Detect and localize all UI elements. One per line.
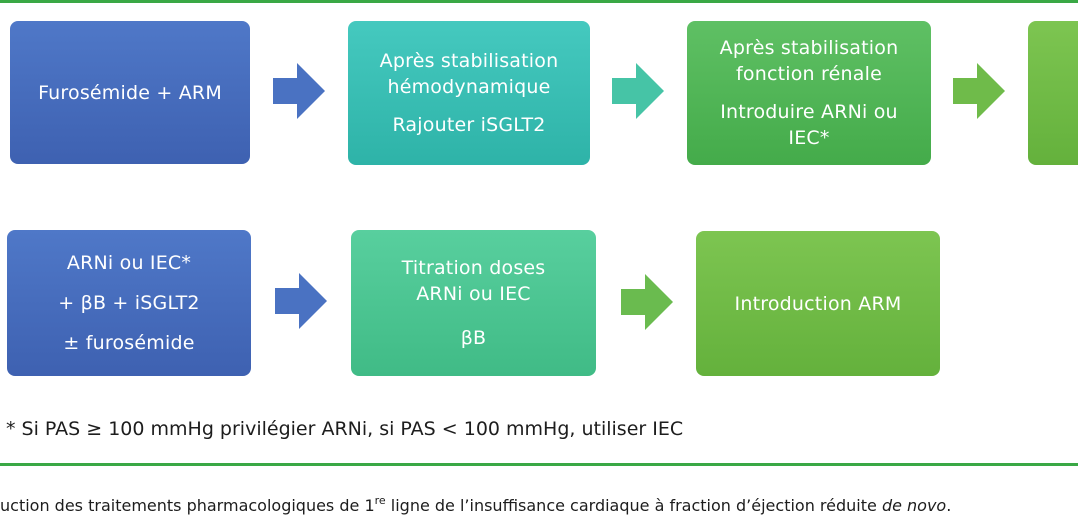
step-text: ARNi ou IEC* [66, 252, 192, 274]
arrow-right-icon [612, 63, 664, 119]
caption-text: ligne de l’insuffisance cardiaque à frac… [385, 496, 882, 515]
step-text: Furosémide + ARM [38, 81, 222, 104]
step-text: βB [460, 327, 487, 349]
step-dose-titration: Titration doses ARNi ou IEC βB [351, 230, 596, 376]
caption-text: uction des traitements pharmacologiques … [0, 496, 375, 515]
step-text: ARNi ou IEC [416, 283, 531, 305]
step-text: hémodynamique [387, 76, 551, 98]
caption-text: . [946, 496, 952, 515]
figure-caption: uction des traitements pharmacologiques … [0, 494, 951, 515]
step-furosemide-arm: Furosémide + ARM [10, 21, 250, 164]
step-hemodynamic-stabilisation: Après stabilisation hémodynamique Rajout… [348, 21, 590, 165]
step-text: Titration doses [401, 257, 546, 279]
step-text: fonction rénale [736, 63, 882, 85]
step-renal-stabilisation: Après stabilisation fonction rénale Intr… [687, 21, 931, 165]
arrow-right-icon [621, 274, 673, 330]
step-cropped-next [1028, 21, 1078, 165]
step-text: Rajouter iSGLT2 [392, 114, 546, 136]
step-text: IEC* [788, 127, 830, 149]
step-arni-iec-bb-isglt2: ARNi ou IEC* + βB + iSGLT2 ± furosémide [7, 230, 251, 376]
caption-italic: de novo [881, 496, 947, 515]
bottom-rule [0, 463, 1078, 466]
step-text: Après stabilisation [379, 50, 559, 72]
step-text: + βB + iSGLT2 [58, 292, 200, 314]
footnote: * Si PAS ≥ 100 mmHg privilégier ARNi, si… [6, 418, 684, 440]
step-text: Introduction ARM [734, 292, 902, 315]
step-text: Introduire ARNi ou [720, 101, 898, 123]
arrow-right-icon [953, 63, 1005, 119]
step-introduction-arm: Introduction ARM [696, 231, 940, 376]
step-text: ± furosémide [63, 332, 195, 354]
step-text: Après stabilisation [719, 37, 899, 59]
top-rule [0, 0, 1078, 3]
arrow-right-icon [275, 273, 327, 329]
arrow-right-icon [273, 63, 325, 119]
caption-superscript: re [374, 494, 386, 507]
